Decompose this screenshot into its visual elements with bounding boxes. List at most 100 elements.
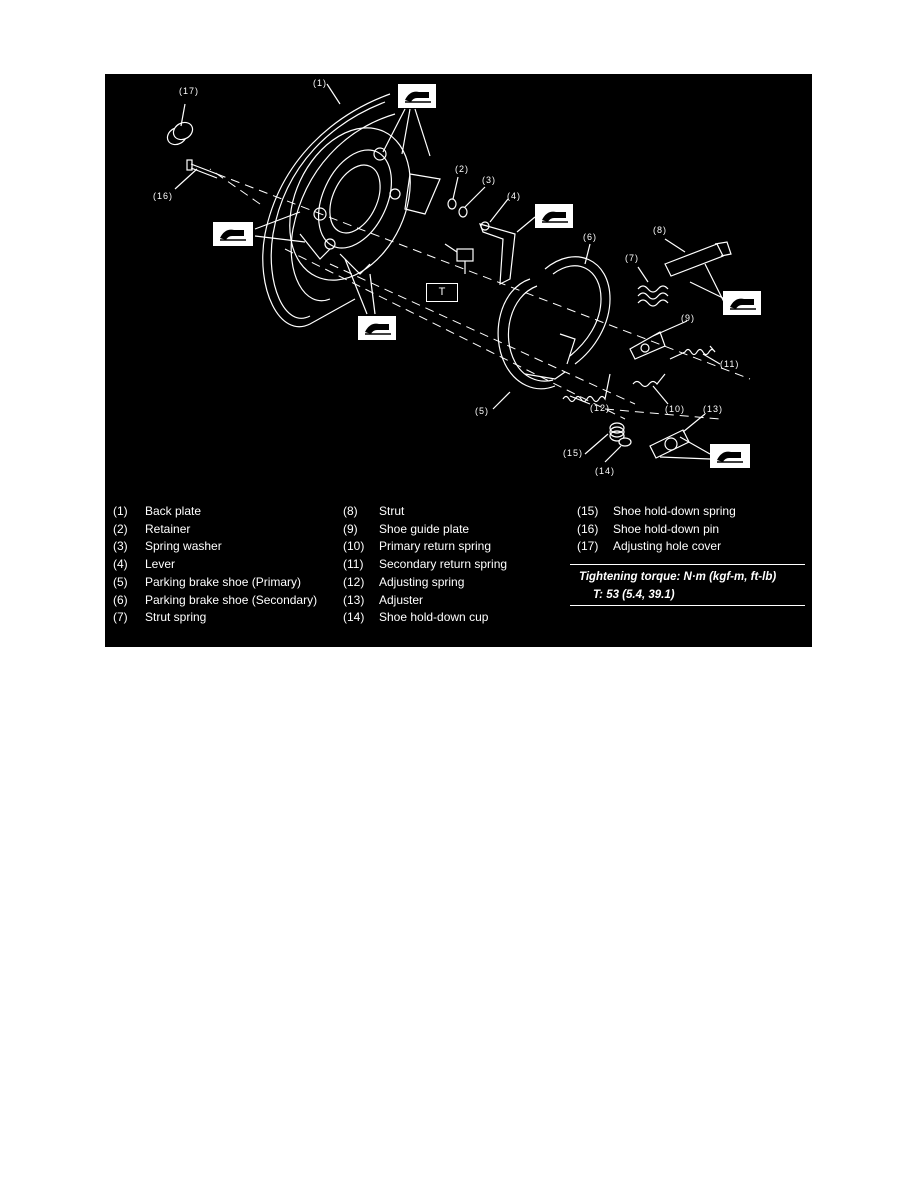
legend-item-number: (7) xyxy=(113,610,128,625)
callout-2: (2) xyxy=(455,164,469,174)
shoe-hold-down-pin-drawing xyxy=(186,159,218,179)
legend-item-number: (4) xyxy=(113,557,128,572)
legend-item-number: (17) xyxy=(577,539,599,554)
callout-5: (5) xyxy=(475,406,489,416)
adjuster-drawing xyxy=(649,429,690,459)
grease-arrow xyxy=(414,108,431,157)
callout-14: (14) xyxy=(595,466,616,476)
legend-item-number: (8) xyxy=(343,504,358,518)
brake-assembly-drawing xyxy=(166,83,761,468)
torque-table-top-rule xyxy=(570,564,805,565)
leader-line xyxy=(174,168,198,190)
legend-item-name: Shoe hold-down cup xyxy=(379,610,489,625)
legend-item-number: (10) xyxy=(343,539,365,554)
leader-line xyxy=(652,320,688,337)
legend-item-number: (6) xyxy=(113,592,128,607)
alignment-line xyxy=(284,248,626,420)
primary-shoe-drawing xyxy=(497,278,566,390)
legend-item-name: Adjusting hole cover xyxy=(613,539,722,554)
leader-line xyxy=(637,266,649,283)
strut-spring-drawing xyxy=(637,285,669,307)
bolt-drawing xyxy=(444,243,474,274)
leader-line xyxy=(489,198,509,223)
leader-line xyxy=(682,413,706,433)
grease-arrow xyxy=(382,108,406,153)
leader-line xyxy=(584,243,591,265)
shoe-guide-plate-drawing xyxy=(629,331,666,360)
legend-item-name: Adjusting spring xyxy=(379,574,465,589)
leader-line xyxy=(652,385,669,405)
callout-16: (16) xyxy=(153,191,174,201)
legend-item-name: Primary return spring xyxy=(379,539,492,554)
legend-item-number: (5) xyxy=(113,574,128,589)
grease-arrow xyxy=(401,108,411,155)
legend-item-number: (12) xyxy=(343,574,365,589)
legend-item-name: Back plate xyxy=(145,504,202,518)
callout-13: (13) xyxy=(703,404,724,414)
leader-line xyxy=(584,433,609,455)
legend-item-number: (1) xyxy=(113,504,128,518)
callout-7: (7) xyxy=(625,253,639,263)
leader-line xyxy=(326,83,341,105)
grease-application-icon xyxy=(535,204,573,228)
legend-item-number: (13) xyxy=(343,592,365,607)
legend-item-name: Lever xyxy=(145,557,176,572)
grease-arrow xyxy=(704,263,726,305)
legend-item-name: Shoe hold-down spring xyxy=(613,504,736,518)
legend-item-name: Parking brake shoe (Primary) xyxy=(145,574,302,589)
legend-item-name: Shoe hold-down pin xyxy=(613,521,720,536)
adjusting-spring-drawing xyxy=(562,373,611,403)
grease-application-icon xyxy=(398,84,436,108)
legend-item-name: Retainer xyxy=(145,521,191,536)
alignment-line xyxy=(209,168,261,205)
legend-item-name: Shoe guide plate xyxy=(379,521,470,536)
alignment-line xyxy=(216,173,751,380)
leader-line xyxy=(180,103,186,127)
secondary-return-spring-drawing xyxy=(669,345,716,360)
grease-application-icon xyxy=(358,316,396,340)
callout-11: (11) xyxy=(720,359,740,369)
retainer-drawing xyxy=(447,198,468,218)
grease-application-icon xyxy=(710,444,750,468)
leader-line xyxy=(702,353,721,365)
legend-item-number: (9) xyxy=(343,521,358,536)
leader-line xyxy=(492,391,511,410)
legend-item-name: Secondary return spring xyxy=(379,557,508,572)
leader-line xyxy=(464,186,486,208)
leader-line xyxy=(604,445,622,463)
legend-item-number: (14) xyxy=(343,610,365,625)
grease-arrow xyxy=(254,235,306,243)
callout-6: (6) xyxy=(583,232,597,242)
primary-return-spring-drawing xyxy=(632,373,666,388)
legend-item-number: (15) xyxy=(577,504,599,518)
leader-line xyxy=(664,238,686,253)
back-plate-drawing xyxy=(262,93,441,328)
alignment-line xyxy=(329,263,636,405)
legend-item-name: Parking brake shoe (Secondary) xyxy=(145,592,318,607)
callout-10: (10) xyxy=(665,404,686,414)
hold-down-spring-drawing xyxy=(609,422,632,447)
legend-item-name: Strut spring xyxy=(145,610,207,625)
legend-item-name: Adjuster xyxy=(379,592,424,607)
grease-application-icon xyxy=(213,222,253,246)
legend-item-number: (11) xyxy=(343,557,364,572)
callout-1: (1) xyxy=(313,78,327,88)
callout-4: (4) xyxy=(507,191,521,201)
legend-item-number: (16) xyxy=(577,521,599,536)
grease-arrow xyxy=(344,258,368,315)
callout-17: (17) xyxy=(179,86,200,96)
grease-arrow xyxy=(254,211,301,230)
callout-3: (3) xyxy=(482,175,496,185)
callout-12: (12) xyxy=(590,403,611,413)
legend-item-number: (2) xyxy=(113,521,128,536)
torque-table-title: Tightening torque: N·m (kgf-m, ft-lb) xyxy=(579,571,777,583)
leader-line xyxy=(452,176,459,200)
strut-drawing xyxy=(664,241,732,277)
legend-item-name: Strut xyxy=(379,504,405,518)
adjusting-hole-cover-drawing xyxy=(166,121,194,146)
callout-8: (8) xyxy=(653,225,667,235)
secondary-shoe-drawing xyxy=(544,256,611,365)
grease-arrow xyxy=(689,281,726,300)
leader-line xyxy=(569,395,591,405)
grease-arrow xyxy=(369,273,376,315)
